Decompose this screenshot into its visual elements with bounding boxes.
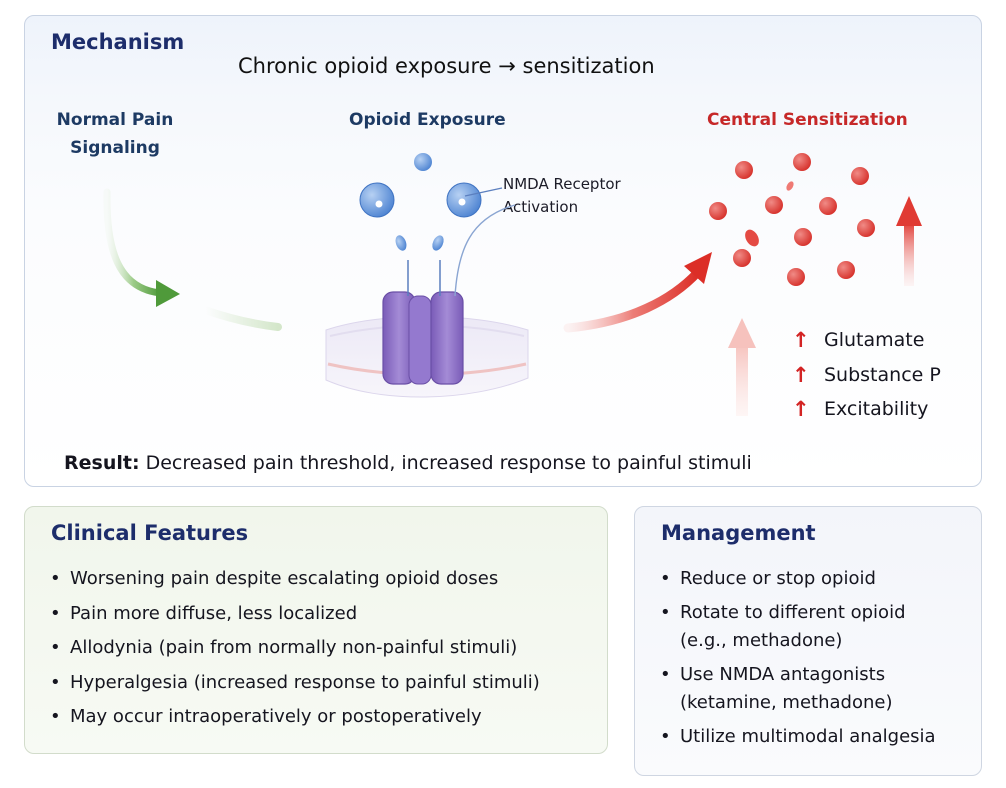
management-list: Reduce or stop opioid Rotate to differen… bbox=[656, 567, 936, 759]
excitatory-particles bbox=[709, 153, 875, 286]
list-item: Use NMDA antagonists (ketamine, methadon… bbox=[656, 663, 936, 714]
effect-excitability: ↑ Excitability bbox=[792, 392, 941, 426]
excitatory-particle-icon bbox=[793, 153, 811, 171]
excitatory-particle-icon bbox=[851, 167, 869, 185]
list-item: Worsening pain despite escalating opioid… bbox=[46, 567, 540, 590]
item-line: Rotate to different opioid bbox=[680, 602, 906, 623]
item-line: Use NMDA antagonists bbox=[680, 664, 886, 685]
excitatory-particle-icon bbox=[745, 229, 759, 247]
list-item: Hyperalgesia (increased response to pain… bbox=[46, 671, 540, 694]
stage-opioid-exposure: Opioid Exposure bbox=[349, 110, 506, 130]
excitatory-particle-icon bbox=[794, 228, 812, 246]
effect-label: Glutamate bbox=[824, 329, 925, 351]
excitatory-particle-icon bbox=[733, 249, 751, 267]
mechanism-title: Mechanism bbox=[51, 30, 185, 54]
nmda-receptor-label: NMDA Receptor Activation bbox=[503, 173, 621, 219]
stage-normal-line1: Normal Pain bbox=[56, 110, 174, 130]
clinical-features-title: Clinical Features bbox=[51, 521, 249, 545]
item-line: Reduce or stop opioid bbox=[680, 568, 876, 589]
stage-normal-line2: Signaling bbox=[70, 138, 160, 158]
opioid-molecule-icon bbox=[458, 198, 466, 206]
item-line: Utilize multimodal analgesia bbox=[680, 726, 936, 747]
effect-label: Substance P bbox=[824, 363, 941, 386]
list-item: May occur intraoperatively or postoperat… bbox=[46, 705, 540, 728]
effects-list: ↑ Glutamate ↑ Substance P ↑ Excitability bbox=[792, 323, 941, 426]
nmda-label-line1: NMDA Receptor bbox=[503, 175, 621, 193]
list-item: Allodynia (pain from normally non-painfu… bbox=[46, 636, 540, 659]
nmda-receptor-channel-icon bbox=[382, 204, 516, 385]
effect-substance-p: ↑ Substance P bbox=[792, 357, 941, 392]
item-subline: (e.g., methadone) bbox=[680, 630, 843, 651]
mechanism-panel bbox=[24, 15, 982, 487]
item-subline: (ketamine, methadone) bbox=[680, 692, 893, 713]
opioid-molecule-icon bbox=[359, 182, 395, 218]
excitatory-particle-icon bbox=[709, 202, 727, 220]
excitatory-particle-icon bbox=[735, 161, 753, 179]
nmda-label-line2: Activation bbox=[503, 198, 579, 216]
opioid-molecule-icon bbox=[414, 153, 432, 171]
pale-up-arrow-icon bbox=[728, 318, 756, 416]
up-arrow-icon: ↑ bbox=[792, 362, 810, 387]
list-item: Reduce or stop opioid bbox=[656, 567, 936, 590]
red-curved-arrow-icon bbox=[563, 252, 712, 333]
excitatory-particle-icon bbox=[857, 219, 875, 237]
result-prefix: Result: bbox=[64, 452, 140, 474]
list-item: Rotate to different opioid (e.g., methad… bbox=[656, 601, 936, 652]
list-item: Pain more diffuse, less localized bbox=[46, 602, 540, 625]
excitatory-particle-icon bbox=[786, 181, 794, 191]
red-up-arrow-icon bbox=[896, 196, 922, 286]
excitatory-particle-icon bbox=[837, 261, 855, 279]
green-curved-arrow-icon bbox=[103, 188, 282, 331]
opioid-molecule-icon bbox=[395, 235, 407, 251]
excitatory-particle-icon bbox=[787, 268, 805, 286]
up-arrow-icon: ↑ bbox=[792, 328, 810, 352]
excitatory-particle-icon bbox=[819, 197, 837, 215]
opioid-molecule-icon bbox=[432, 235, 444, 251]
clinical-features-list: Worsening pain despite escalating opioid… bbox=[46, 567, 540, 740]
stage-normal-pain-signaling: Normal Pain Signaling bbox=[52, 106, 178, 162]
effect-glutamate: ↑ Glutamate bbox=[792, 323, 941, 357]
excitatory-particle-icon bbox=[765, 196, 783, 214]
mechanism-subtitle: Chronic opioid exposure → sensitization bbox=[238, 54, 655, 78]
result-statement: Result: Decreased pain threshold, increa… bbox=[64, 452, 752, 474]
effect-label: Excitability bbox=[824, 398, 929, 420]
result-text: Decreased pain threshold, increased resp… bbox=[145, 452, 752, 474]
list-item: Utilize multimodal analgesia bbox=[656, 725, 936, 748]
up-arrow-icon: ↑ bbox=[792, 397, 810, 421]
opioid-molecule-icons bbox=[359, 153, 503, 251]
stage-central-sensitization: Central Sensitization bbox=[707, 110, 908, 130]
opioid-molecule-icon bbox=[375, 200, 383, 208]
management-title: Management bbox=[661, 521, 816, 545]
